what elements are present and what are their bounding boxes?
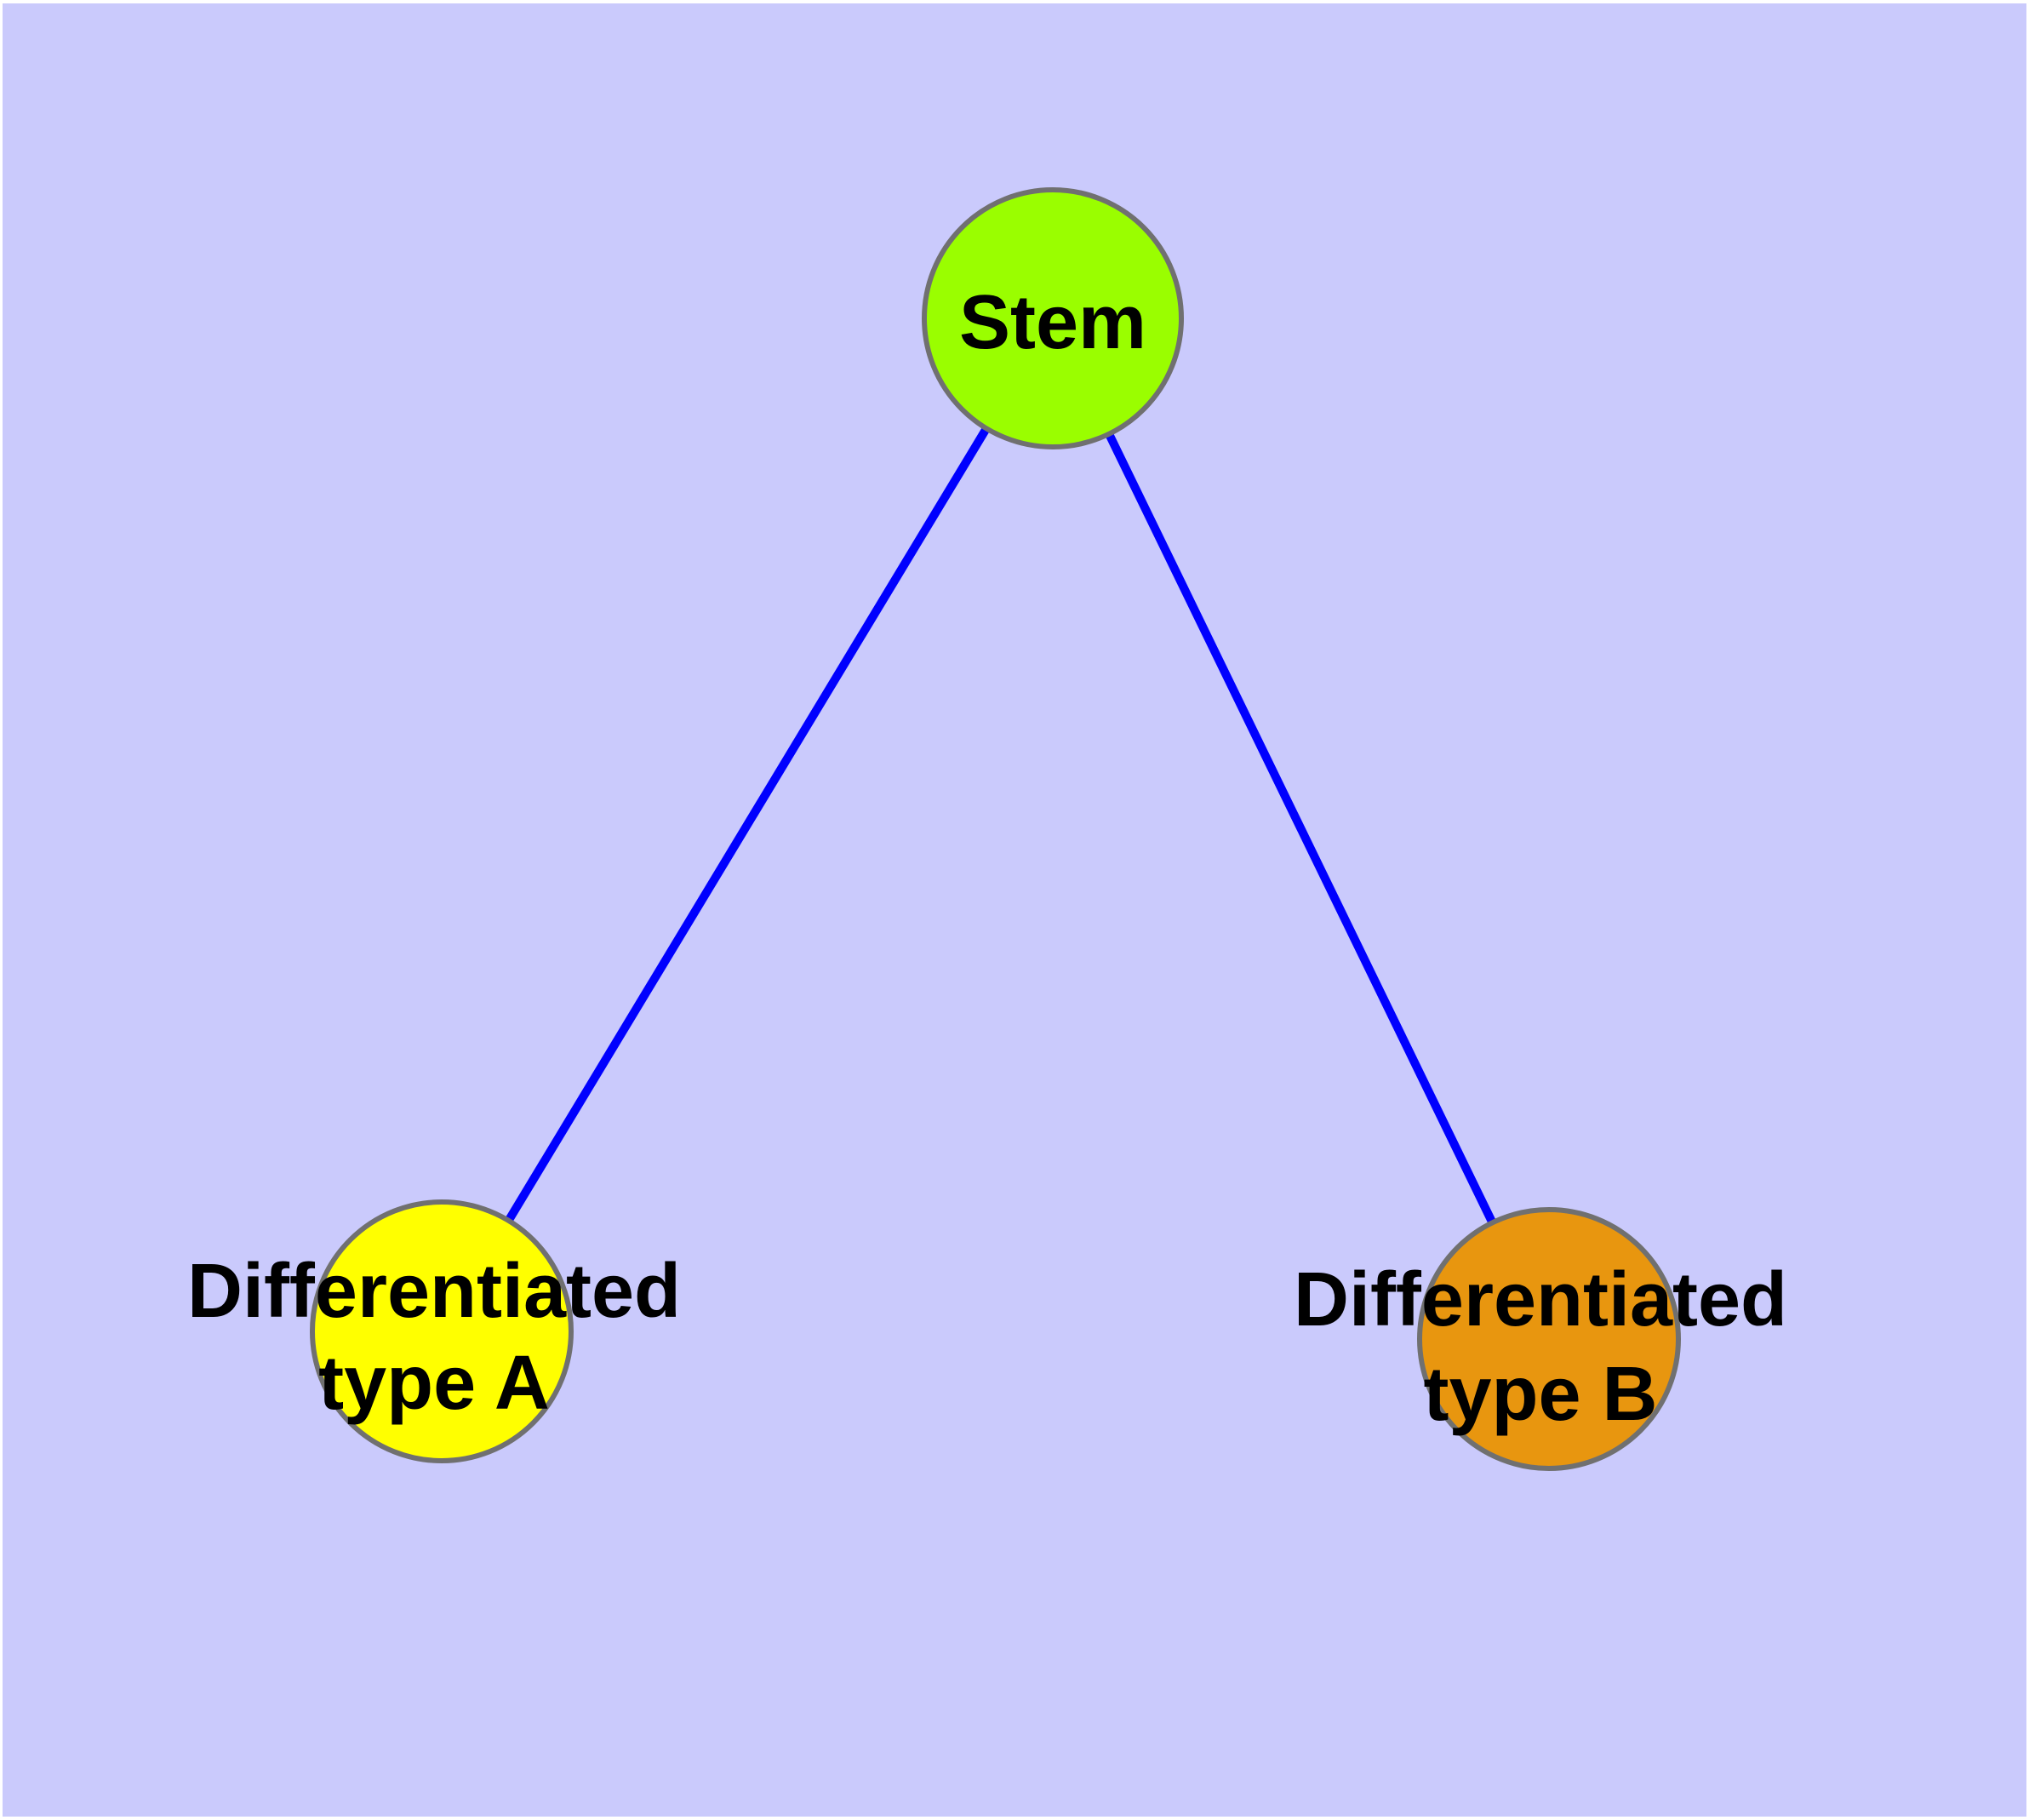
- edge-stem-to-type-a: [437, 316, 1057, 1334]
- edge-stem-to-type-b: [1049, 316, 1553, 1342]
- node-type-a-label-line2: type A: [318, 1341, 550, 1426]
- node-stem: [922, 187, 1184, 449]
- node-stem-label: Stem: [959, 280, 1146, 365]
- node-differentiated-type-a: [310, 1199, 574, 1463]
- node-type-b-label-line1: Differentiated: [1294, 1257, 1787, 1342]
- node-differentiated-type-b: [1417, 1207, 1681, 1471]
- node-type-a-label-line1: Differentiated: [187, 1249, 681, 1334]
- node-type-b-label-line2: type B: [1423, 1352, 1657, 1437]
